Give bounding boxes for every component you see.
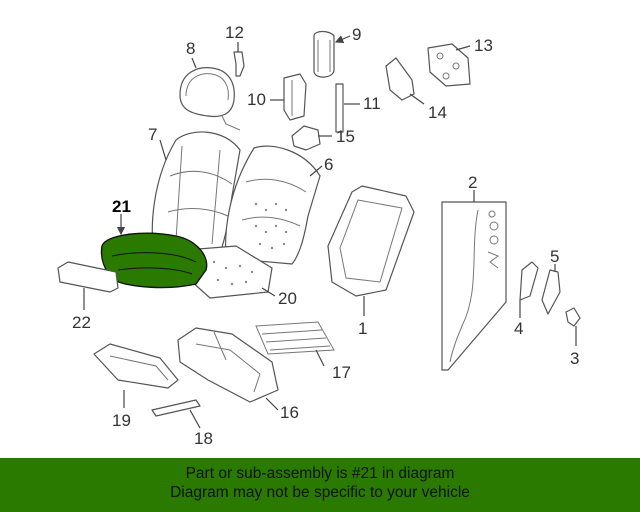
part-8-headrest[interactable] [179,67,241,131]
callout-1: 1 [358,319,367,338]
part-2-cable[interactable] [441,201,507,371]
callout-11: 11 [363,94,381,113]
callout-4: 4 [514,319,523,338]
part-13-bracket[interactable] [427,43,471,87]
part-10-sleeve[interactable] [283,73,307,121]
part-22-trim[interactable] [57,261,119,293]
part-12-clip[interactable] [233,51,245,77]
callout-16: 16 [280,403,299,422]
callout-2: 2 [468,173,477,192]
info-banner: Part or sub-assembly is #21 in diagram D… [0,458,640,512]
callout-15: 15 [336,127,355,146]
part-9-guide[interactable] [313,30,335,78]
part-16-seat-frame[interactable] [177,327,279,403]
part-11-strip[interactable] [335,83,344,133]
part-3-clip[interactable] [565,307,581,327]
part-18-rail[interactable] [151,399,201,417]
callout-8: 8 [186,39,195,58]
callout-3: 3 [570,349,579,368]
banner-line-1: Part or sub-assembly is #21 in diagram [185,465,455,482]
callout-5: 5 [550,247,559,266]
callout-6: 6 [324,155,333,174]
part-6-backrest-pad[interactable] [225,145,321,265]
part-14-cover[interactable] [385,57,415,101]
part-1-back-frame[interactable] [327,185,415,297]
part-7-backrest-cover[interactable] [151,131,241,257]
seat-parts-diagram: 8 12 9 10 11 13 14 15 7 6 21 20 22 1 2 5… [57,23,581,448]
part-4-side-trim[interactable] [519,261,539,301]
callout-21: 21 [112,197,131,216]
callout-22: 22 [72,313,91,332]
part-15-lever[interactable] [291,125,321,151]
callout-12: 12 [225,23,244,42]
callout-18: 18 [194,429,213,448]
callout-9: 9 [352,25,361,44]
callout-14: 14 [428,103,447,122]
callout-19: 19 [112,411,131,430]
callout-10: 10 [247,90,266,109]
part-17-spring-mat[interactable] [255,321,335,355]
callout-13: 13 [474,36,493,55]
part-19-seat-pan[interactable] [93,343,179,389]
callout-20: 20 [278,289,297,308]
callout-17: 17 [332,363,351,382]
leader-lines [83,35,577,429]
part-5-side-cover[interactable] [541,269,561,315]
banner-line-2: Diagram may not be specific to your vehi… [170,484,470,501]
callout-7: 7 [148,125,157,144]
